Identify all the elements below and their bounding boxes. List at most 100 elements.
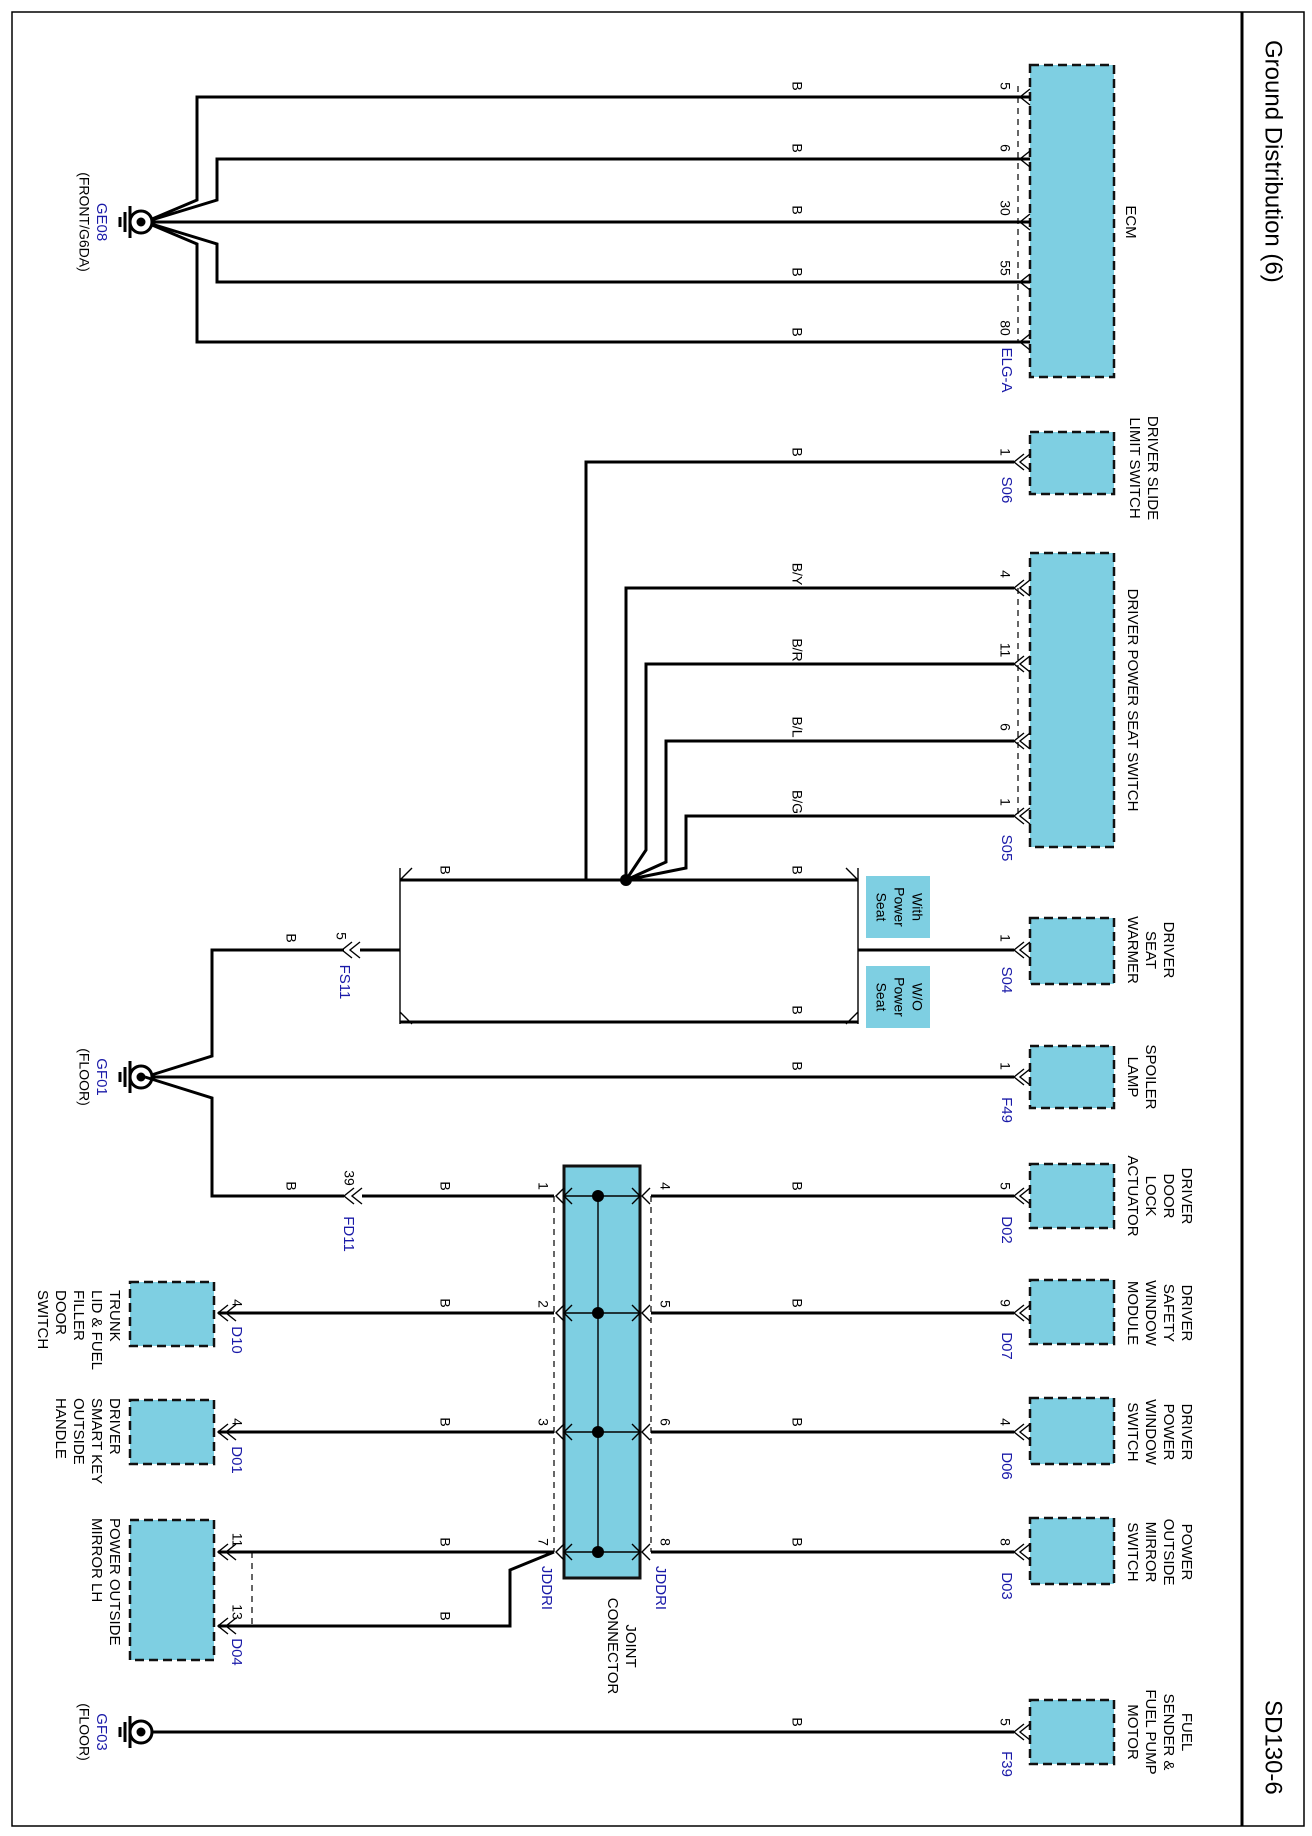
ground-gf01-location: (FLOOR) — [76, 1048, 92, 1106]
smart-key-handle-box — [128, 1398, 216, 1466]
joint-connector-box — [562, 1164, 642, 1580]
splice-dot — [620, 874, 632, 886]
door-lock-label-2: DOOR — [1160, 1174, 1177, 1219]
seat-switch-pin-4: 4 — [997, 570, 1013, 578]
jc-pin-3: 3 — [535, 1418, 551, 1426]
wire-color-ecm-4: B — [789, 267, 805, 276]
option-with-line-3: Seat — [873, 893, 889, 922]
slide-limit-switch-box — [1028, 430, 1116, 496]
option-with-line-1: With — [909, 893, 925, 921]
wire-color-ecm-2: B — [789, 143, 805, 152]
mirror-switch-label-2: OUTSIDE — [1160, 1519, 1177, 1586]
diagram-code: SD130-6 — [1260, 1700, 1287, 1795]
wire-color-door-lock: B — [789, 1181, 805, 1190]
safety-window-label-4: MODULE — [1124, 1281, 1141, 1345]
fs11-connector-id: FS11 — [336, 965, 353, 1000]
ecm-ground-wires — [144, 95, 1030, 344]
door-lock-actuator-box — [1028, 1162, 1116, 1230]
window-switch-pin: 4 — [997, 1418, 1013, 1426]
wire-color-by: B/Y — [789, 563, 805, 586]
slide-limit-label-2: LIMIT SWITCH — [1126, 417, 1143, 518]
jc-pin-7: 7 — [535, 1538, 551, 1546]
slide-limit-label-1: DRIVER SLIDE — [1144, 416, 1161, 520]
slide-limit-connector-id: S06 — [998, 477, 1015, 504]
trunk-switch-connector-id: D10 — [228, 1326, 245, 1354]
door-lock-label-3: LOCK — [1142, 1176, 1159, 1217]
option-with-line-2: Power — [891, 887, 907, 927]
diagram-title: Ground Distribution (6) — [1260, 40, 1287, 283]
wire-fs11-to-gf01 — [144, 948, 400, 1079]
wire-color-window-switch: B — [789, 1417, 805, 1426]
wire-color-mirror-lh-1: B — [437, 1537, 453, 1546]
jc-label-1: JOINT — [622, 1624, 639, 1667]
ground-ge08-id: GE08 — [93, 203, 110, 241]
window-switch-connector-id: D06 — [998, 1452, 1015, 1480]
mirror-switch-box — [1028, 1516, 1116, 1586]
option-bracket-right — [845, 867, 859, 1025]
mirror-switch-label-1: POWER — [1178, 1524, 1195, 1581]
trunk-switch-label-1: TRUNK — [106, 1290, 123, 1342]
ecm-pin-5: 5 — [997, 82, 1013, 90]
spoiler-label-1: SPOILER — [1142, 1044, 1159, 1109]
window-switch-label-1: DRIVER — [1178, 1404, 1195, 1461]
trunk-switch-label-3: FILLER — [70, 1290, 87, 1341]
wire-color-ecm-3: B — [789, 205, 805, 214]
door-lock-label-4: ACTUATOR — [1124, 1155, 1141, 1236]
safety-window-pin: 9 — [997, 1299, 1013, 1307]
jc-label-2: CONNECTOR — [604, 1598, 621, 1695]
wire-color-fd11-gf01: B — [283, 1181, 299, 1190]
jc-pin-1: 1 — [535, 1182, 551, 1190]
seat-warmer-box — [1028, 916, 1116, 986]
ground-gf03-icon — [118, 1714, 154, 1750]
jc-pin-8: 8 — [657, 1538, 673, 1546]
fd11-connector-id: FD11 — [340, 1216, 357, 1252]
jc-pin-4: 4 — [657, 1182, 673, 1190]
seat-switch-pin-6: 6 — [997, 723, 1013, 731]
power-seat-switch-connector-id: S05 — [998, 835, 1015, 862]
wire-color-ecm-1: B — [789, 81, 805, 90]
ecm-pin-6: 6 — [997, 144, 1013, 152]
smart-key-label-2: SMART KEY — [88, 1398, 105, 1484]
ecm-connector-id: ELG-A — [998, 347, 1015, 392]
wire-color-splice-left: B — [437, 865, 453, 874]
fs11-hook — [340, 941, 361, 959]
ground-gf01-id: GF01 — [93, 1058, 110, 1096]
mirror-switch-label-3: MIRROR — [1142, 1522, 1159, 1583]
smart-key-label-1: DRIVER — [106, 1398, 123, 1455]
wire-color-mirror-lh-2: B — [437, 1611, 453, 1620]
fuel-sender-connector-id: F39 — [998, 1751, 1015, 1777]
fuel-sender-label-4: MOTOR — [1124, 1704, 1141, 1760]
mirror-lh-label-1: POWER OUTSIDE — [106, 1518, 123, 1646]
spoiler-lamp-box — [1028, 1044, 1116, 1110]
fd11-pin: 39 — [341, 1170, 357, 1186]
trunk-switch-box — [128, 1280, 216, 1348]
option-without-line-1: W/O — [909, 983, 925, 1011]
window-switch-label-3: WINDOW — [1142, 1399, 1159, 1466]
ground-gf03-location: (FLOOR) — [76, 1703, 92, 1761]
smart-key-label-4: HANDLE — [52, 1398, 69, 1459]
wire-color-br: B/R — [789, 638, 805, 661]
ecm-label: ECM — [1122, 205, 1139, 238]
ground-ge08-location: (FRONT/G6DA) — [76, 172, 92, 272]
seat-warmer-connector-id: S04 — [998, 967, 1015, 994]
seat-warmer-label-3: WARMER — [1124, 916, 1141, 984]
mirror-lh-pin-13: 13 — [229, 1604, 245, 1620]
wire-slide-limit — [584, 460, 1014, 880]
wire-color-fuel-sender: B — [789, 1717, 805, 1726]
ecm-box — [1028, 63, 1116, 379]
wire-color-trunk-switch: B — [437, 1298, 453, 1307]
safety-window-connector-id: D07 — [998, 1332, 1015, 1360]
trunk-switch-label-5: SWITCH — [34, 1290, 51, 1349]
wire-fd11-to-gf01 — [144, 1075, 344, 1198]
jc-dot-4 — [592, 1546, 604, 1558]
fuel-sender-pin: 5 — [997, 1718, 1013, 1726]
safety-window-label-1: DRIVER — [1178, 1285, 1195, 1342]
fuel-sender-box — [1028, 1698, 1116, 1766]
seat-warmer-pin: 1 — [997, 934, 1013, 942]
wire-color-bg: B/G — [789, 790, 805, 814]
ecm-pin-55: 55 — [997, 260, 1013, 276]
fuel-sender-label-1: FUEL — [1178, 1713, 1195, 1751]
fs11-pin: 5 — [333, 932, 349, 940]
wire-color-spoiler: B — [789, 1061, 805, 1070]
